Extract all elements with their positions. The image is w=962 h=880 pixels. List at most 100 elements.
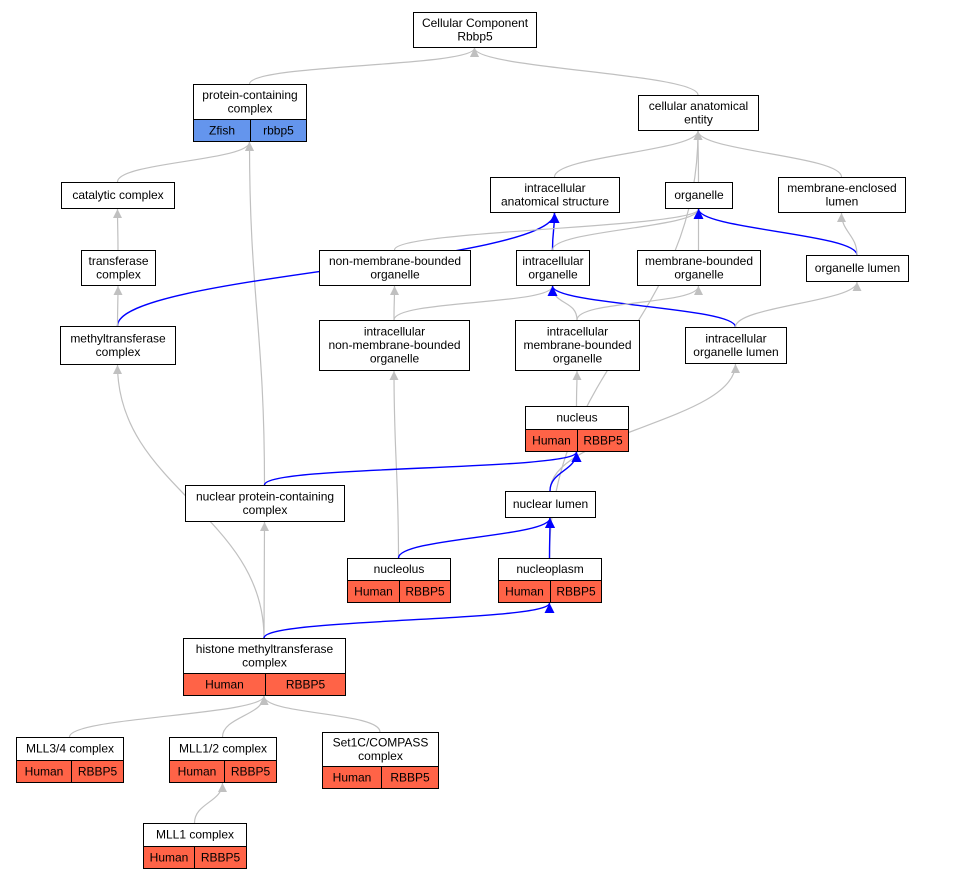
node-organelle[interactable]: organelle [665, 182, 733, 209]
node-box [685, 327, 787, 364]
edge-npc-to-nucleus [263, 451, 582, 486]
node-label-line: complex [96, 267, 141, 281]
node-label-line: catalytic complex [72, 188, 163, 202]
annotation-species: Human [532, 434, 571, 448]
node-inmbo[interactable]: intracellularnon-membrane-boundedorganel… [319, 320, 470, 371]
edge-io-to-organelle [551, 208, 703, 251]
node-label-line: Cellular Component [422, 16, 529, 30]
node-label-line: membrane-bounded [523, 338, 631, 352]
edge-iol-to-io [547, 285, 737, 328]
node-label-line: protein-containing [202, 88, 297, 102]
edge-methyl-to-transferase [113, 285, 123, 327]
node-label-line: organelle [370, 267, 420, 281]
node-label-line: complex [243, 503, 288, 517]
edge-ol-to-mel [837, 212, 858, 256]
annotation-gene: RBBP5 [231, 765, 271, 779]
edge-npc-to-protein_complex [245, 141, 266, 486]
node-label-line: membrane-enclosed [787, 181, 896, 195]
node-box [185, 485, 345, 522]
node-label-line: organelle [674, 188, 724, 202]
node-label-line: membrane-bounded [645, 254, 753, 268]
node-label-line: MLL3/4 complex [26, 742, 114, 756]
node-label-line: non-membrane-bounded [328, 338, 460, 352]
node-box [516, 250, 590, 286]
node-box [413, 12, 537, 48]
edge-mll12-to-hmt [221, 695, 269, 738]
node-nlumen[interactable]: nuclear lumen [505, 491, 596, 518]
node-catalytic[interactable]: catalytic complex [61, 182, 175, 209]
node-label-line: organelle [528, 267, 578, 281]
edge-hmt-to-npc [259, 521, 269, 639]
annotation-row [169, 760, 277, 783]
edge-inmbo-to-io [393, 285, 557, 321]
node-ol[interactable]: organelle lumen [806, 255, 909, 282]
edge-nucleolus-to-inmbo [389, 370, 400, 559]
node-label-line: MLL1 complex [156, 828, 234, 842]
node-label-line: histone methyltransferase [196, 642, 334, 656]
edge-nucleus-to-imbo [572, 370, 582, 407]
node-label-line: entity [684, 112, 713, 126]
annotation-species: Human [178, 765, 217, 779]
edge-nlumen-to-nucleus [549, 451, 582, 492]
annotation-species: Human [505, 585, 544, 599]
node-label-line: Rbbp5 [457, 29, 493, 43]
node-label-line: organelle [553, 352, 603, 366]
edge-catalytic-to-protein_complex [116, 141, 254, 183]
annotation-gene: RBBP5 [78, 765, 118, 779]
node-label-line: intracellular [524, 181, 585, 195]
node-label-line: organelle [674, 267, 724, 281]
node-label-line: MLL1/2 complex [179, 742, 267, 756]
edge-imbo-to-mbo [576, 285, 703, 321]
node-label-line: methyltransferase [70, 331, 166, 345]
annotation-species: Human [333, 771, 372, 785]
node-label-line: cellular anatomical [649, 99, 748, 113]
node-box [637, 250, 761, 286]
edge-iol-to-ol [734, 281, 862, 328]
annotation-gene: RBBP5 [556, 585, 596, 599]
node-label-line: complex [242, 655, 287, 669]
edge-nmbo-to-organelle [393, 208, 703, 251]
annotation-gene: RBBP5 [390, 771, 430, 785]
annotation-gene: RBBP5 [201, 851, 241, 865]
node-label-line: anatomical structure [501, 194, 609, 208]
node-label-line: Set1C/COMPASS [333, 735, 429, 749]
annotation-gene: rbbp5 [263, 124, 294, 138]
node-box [778, 177, 906, 213]
edge-mll34-to-hmt [68, 695, 269, 738]
node-label-line: transferase [88, 254, 148, 268]
node-label-line: nucleolus [374, 562, 425, 576]
node-label-line: nuclear lumen [513, 497, 588, 511]
edge-io-to-ias [549, 212, 560, 251]
node-label-line: nucleoplasm [516, 562, 583, 576]
node-label-line: nuclear protein-containing [196, 489, 334, 503]
edge-inmbo-to-nmbo [389, 285, 399, 321]
edge-nucleoplasm-to-nlumen [544, 517, 555, 559]
node-box [505, 491, 596, 518]
node-label-line: nucleus [556, 411, 597, 425]
node-label-line: organelle [370, 352, 420, 366]
annotation-gene: RBBP5 [286, 678, 326, 692]
